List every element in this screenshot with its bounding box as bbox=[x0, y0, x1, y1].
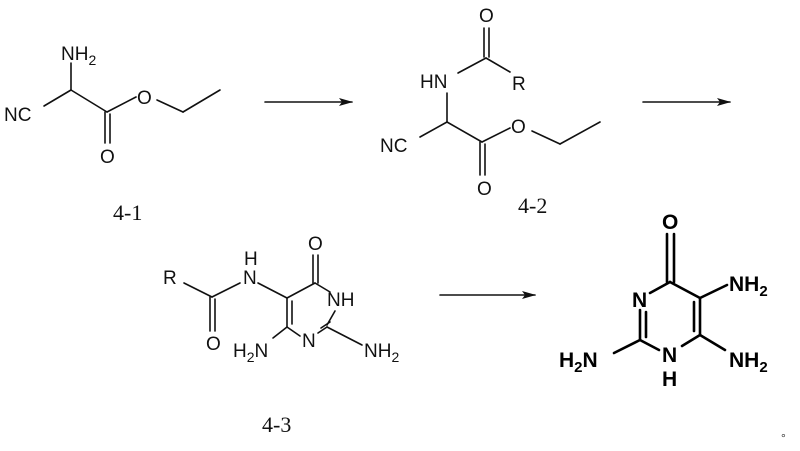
amide-nh: HN bbox=[420, 72, 447, 93]
compound-label: 4-3 bbox=[262, 412, 291, 437]
compound-4-3: R O H N O NH N H2N NH2 4-3 bbox=[163, 234, 399, 437]
compound-4-1: NH2 NC O O 4-1 bbox=[4, 44, 221, 225]
amine-6: NH2 bbox=[729, 349, 768, 376]
ring-oxygen: O bbox=[308, 234, 323, 255]
ring-oxygen: O bbox=[662, 211, 678, 234]
product-triaminopyrimidinone: O N N H NH2 NH2 H2N bbox=[559, 211, 768, 391]
amine-2: H2N bbox=[559, 349, 598, 376]
amine-left: H2N bbox=[233, 341, 268, 365]
carbonyl-oxygen: O bbox=[477, 179, 492, 200]
end-mark: ° bbox=[781, 431, 786, 445]
ester-oxygen: O bbox=[511, 117, 526, 138]
amide-n: N bbox=[243, 268, 257, 289]
r-group: R bbox=[163, 268, 177, 289]
ring-nh: NH bbox=[327, 290, 354, 311]
amide-oxygen: O bbox=[479, 6, 494, 27]
amine-5: NH2 bbox=[729, 273, 768, 300]
ring-h: H bbox=[662, 368, 677, 391]
r-group: R bbox=[512, 74, 526, 95]
ring-n3: N bbox=[632, 289, 647, 312]
ring-n: N bbox=[302, 331, 316, 352]
compound-label: 4-2 bbox=[518, 193, 547, 218]
amine-right: NH2 bbox=[364, 341, 399, 365]
compound-4-2: O R HN NC O O 4-2 bbox=[380, 6, 601, 218]
ring-n1: N bbox=[662, 344, 677, 367]
amide-h: H bbox=[244, 249, 258, 270]
carbonyl-oxygen: O bbox=[100, 147, 115, 168]
nitrile-label: NC bbox=[4, 105, 31, 126]
ester-oxygen: O bbox=[137, 88, 152, 109]
compound-label: 4-1 bbox=[113, 200, 142, 225]
amide-oxygen: O bbox=[206, 334, 221, 355]
amine-label: NH2 bbox=[61, 44, 96, 68]
nitrile-label: NC bbox=[380, 136, 407, 157]
